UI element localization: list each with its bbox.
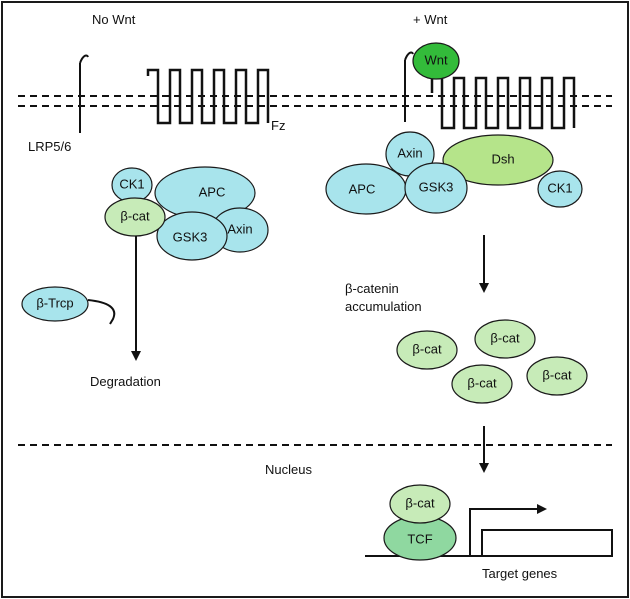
degradation-label: Degradation — [90, 374, 161, 389]
beta-catenin-accumulated-1 — [396, 330, 458, 370]
dsh-node-label: Dsh — [491, 151, 514, 166]
ck1-node-right — [537, 170, 583, 208]
beta-catenin-accumulated-4 — [526, 356, 588, 396]
nucleus-label: Nucleus — [265, 462, 312, 477]
frizzled-receptor-left — [146, 68, 270, 125]
beta-trcp-node — [21, 286, 89, 322]
plus-wnt-label: + Wnt — [413, 12, 448, 27]
gsk3-node-right-label: GSK3 — [419, 179, 454, 194]
beta-trcp-node-label: β-Trcp — [36, 295, 73, 310]
lrp-receptor-right-hook — [404, 51, 414, 61]
ck1-node-right-label: CK1 — [547, 180, 572, 195]
beta-trcp-hook — [87, 299, 116, 325]
beta-catenin-accumulated-3 — [451, 364, 513, 404]
beta-catenin-nuclear-label: β-cat — [405, 495, 435, 510]
beta-catenin-accumulated-4-label: β-cat — [542, 367, 572, 382]
apc-node-left-label: APC — [199, 184, 226, 199]
gsk3-node-left — [156, 211, 228, 261]
beta-catenin-node-left-label: β-cat — [120, 208, 150, 223]
gsk3-node-left-label: GSK3 — [173, 229, 208, 244]
beta-catenin-accumulated-1-label: β-cat — [412, 341, 442, 356]
lrp-label: LRP5/6 — [28, 139, 71, 154]
beta-catenin-accumulation-label-line1: β-catenin — [345, 281, 399, 296]
beta-catenin-accumulated-2-label: β-cat — [490, 330, 520, 345]
tcf-node-label: TCF — [407, 531, 432, 546]
beta-catenin-accumulation-label-line2: accumulation — [345, 299, 422, 314]
lrp-receptor-hook — [79, 54, 89, 64]
gsk3-node-right — [404, 162, 468, 214]
dsh-node — [442, 134, 554, 186]
frizzled-receptor-right — [430, 60, 576, 130]
axin-node-left-label: Axin — [227, 221, 252, 236]
target-genes-label: Target genes — [482, 566, 558, 581]
wnt-ligand — [412, 42, 460, 80]
fz-label: Fz — [271, 118, 285, 133]
wnt-ligand-label: Wnt — [424, 52, 448, 67]
apc-node-right-label: APC — [349, 181, 376, 196]
beta-catenin-nuclear — [389, 484, 451, 524]
ck1-node-left-label: CK1 — [119, 176, 144, 191]
beta-catenin-accumulated-3-label: β-cat — [467, 375, 497, 390]
transcription-arrow — [469, 504, 547, 556]
axin-node-right-label: Axin — [397, 145, 422, 160]
beta-catenin-accumulated-2 — [474, 319, 536, 359]
no-wnt-label: No Wnt — [92, 12, 136, 27]
target-gene-box — [481, 529, 613, 557]
